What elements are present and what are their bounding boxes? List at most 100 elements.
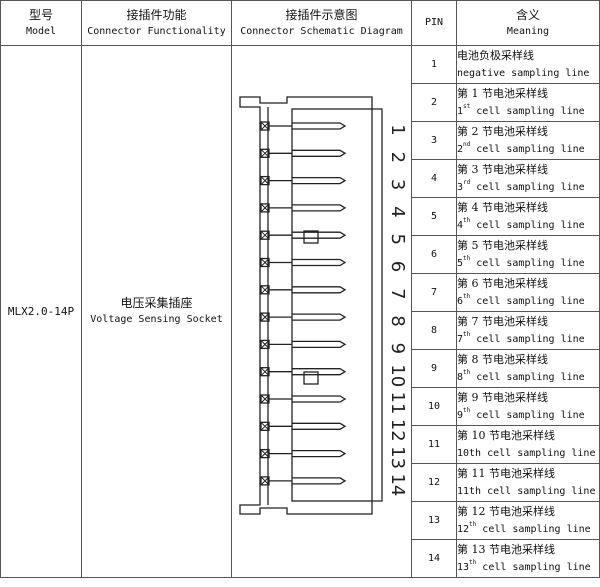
meaning-cell: 第 4 节电池采样线 4th cell sampling line [456, 197, 600, 236]
meaning-en: 1st cell sampling line [457, 103, 599, 121]
meaning-en: 13th cell sampling line [457, 559, 599, 577]
meaning-en: 8th cell sampling line [457, 369, 599, 387]
header-row: 型号 Model 接插件功能 Connector Functionality 接… [0, 0, 600, 46]
meaning-en-rest: cell sampling line [470, 409, 585, 421]
schematic-header-en: Connector Schematic Diagram [240, 25, 403, 37]
schematic-header: 接插件示意图 Connector Schematic Diagram [231, 0, 412, 46]
meaning-en-rest: cell sampling line [470, 371, 585, 383]
meaning-en-text: 3 [457, 181, 464, 193]
meaning-zh: 第 9 节电池采样线 [457, 390, 548, 404]
pin-contact [292, 422, 347, 430]
model-cell: MLX2.0-14P [0, 45, 82, 578]
meaning-zh: 第 4 节电池采样线 [457, 200, 548, 214]
pin-socket-cross [260, 258, 270, 267]
pin-contact [292, 286, 347, 294]
pin-contact [292, 313, 347, 321]
pin-cell: 14 [411, 539, 457, 578]
meaning-header-zh: 含义 [515, 7, 540, 22]
meaning-zh: 第 6 节电池采样线 [457, 276, 548, 290]
diagram-pin-label: 7 [387, 288, 408, 299]
meaning-en-text: 5 [457, 257, 464, 269]
pin-contact [292, 395, 347, 403]
meaning-zh: 第 1 节电池采样线 [457, 86, 548, 100]
meaning-en-ordinal: rd [463, 178, 471, 186]
meaning-en: 4th cell sampling line [457, 217, 599, 235]
meaning-en-text: 12 [457, 523, 470, 535]
key-box [303, 230, 319, 244]
meaning-en-text: 1 [457, 105, 464, 117]
pin-contact [292, 149, 347, 157]
pin-socket-cross [260, 148, 270, 158]
meaning-en-ordinal: th [463, 368, 471, 376]
pin-number: 2 [430, 97, 438, 108]
table-row: 2 第 1 节电池采样线 1st cell sampling line [1, 83, 600, 122]
pin-number: 8 [430, 325, 438, 336]
meaning-en-rest: cell sampling line [470, 181, 585, 193]
pin-cell: 9 [411, 349, 457, 388]
housing-outline [239, 96, 383, 515]
pin-number: 11 [427, 439, 441, 450]
pin-socket-cross [260, 285, 270, 295]
meaning-en-ordinal: th [469, 558, 477, 566]
table-row: 8 第 7 节电池采样线 7th cell sampling line [1, 311, 600, 350]
pin-cell: 3 [411, 121, 457, 160]
meaning-en-ordinal: th [463, 254, 471, 262]
function-zh: 电压采集插座 [120, 296, 193, 310]
pin-contact [292, 204, 347, 212]
model-header-zh: 型号 [28, 7, 53, 22]
meaning-en-rest: cell sampling line [476, 523, 591, 535]
pin-contact [292, 231, 347, 239]
meaning-en-rest: cell sampling line [470, 295, 585, 307]
pin-number: 7 [430, 287, 438, 298]
diagram-pin-label: 10 [387, 364, 408, 387]
pin-cell: 5 [411, 197, 457, 236]
pin-socket-cross [260, 203, 270, 213]
diagram-pin-label: 2 [387, 152, 408, 163]
meaning-en: 3rd cell sampling line [457, 179, 599, 197]
key-box [303, 371, 319, 385]
meaning-en-text: 6 [457, 295, 464, 307]
inner-cavity [291, 108, 373, 502]
meaning-en-ordinal: th [463, 406, 471, 414]
pin-header-label: PIN [424, 17, 444, 28]
meaning-en: 11th cell sampling line [457, 483, 599, 501]
pin-cell: 1 [411, 45, 457, 84]
meaning-en-ordinal: th [463, 330, 471, 338]
pin-contact [292, 477, 347, 485]
diagram-pin-label: 9 [387, 343, 408, 354]
pin-socket-cross [260, 121, 270, 131]
pin-cell: 13 [411, 501, 457, 540]
meaning-zh: 第 2 节电池采样线 [457, 124, 548, 138]
meaning-en: 7th cell sampling line [457, 331, 599, 349]
meaning-en-text: 7 [457, 333, 464, 345]
pin-contact [292, 176, 347, 185]
pin-number: 1 [430, 59, 438, 70]
meaning-zh: 第 5 节电池采样线 [457, 238, 548, 252]
pin-socket-cross [260, 340, 270, 349]
meaning-en-ordinal: st [463, 102, 471, 110]
meaning-en-rest: cell sampling line [470, 105, 585, 117]
diagram-pin-label: 6 [387, 261, 408, 272]
pin-header: PIN [411, 0, 457, 46]
pin-cell: 11 [411, 425, 457, 464]
diagram-pin-label: 11 [387, 392, 408, 415]
diagram-pin-label: 13 [387, 446, 408, 469]
meaning-zh: 第 7 节电池采样线 [457, 314, 548, 328]
meaning-en: 12th cell sampling line [457, 521, 599, 539]
pin-number: 13 [427, 515, 441, 526]
meaning-en-text: 2 [457, 143, 464, 155]
